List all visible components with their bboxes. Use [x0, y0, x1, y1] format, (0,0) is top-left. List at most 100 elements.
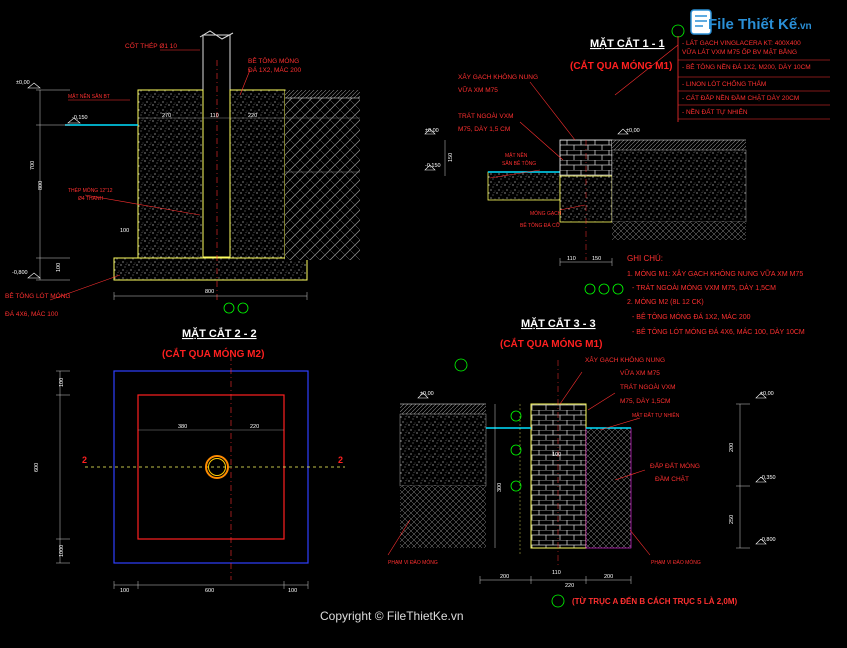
label-stirrup: THÉP MÓNG 12"12	[68, 187, 113, 194]
dim22-w1: 380	[178, 424, 187, 430]
label33-edge-right: PHẠM VI ĐÀO MÓNG	[651, 559, 701, 566]
level33-l0: ±0,00	[420, 391, 434, 397]
copyright: Copyright © FileThietKe.vn	[320, 609, 464, 623]
brick-foundation-33	[530, 403, 587, 549]
axis-marker-icon	[612, 283, 624, 295]
label11-brick: XÂY GẠCH KHÔNG NUNG	[458, 72, 538, 81]
dim-h4: 100	[56, 263, 62, 272]
dim11-d2: 110	[567, 256, 576, 262]
section-11	[424, 24, 747, 295]
legend-item-1: - LÁT GẠCH VINGLACERA KT: 400X400	[682, 38, 801, 47]
label33-plaster2: M75, DÀY 1,5CM	[620, 396, 670, 405]
dim33-h4: 250	[729, 515, 735, 524]
column-circle	[205, 455, 229, 479]
subtitle-22: (CẮT QUA MÓNG M2)	[162, 347, 264, 360]
level-marker-icon	[617, 128, 629, 135]
notes-line-2: - TRÁT NGOÀI MÓNG VXM M75, DÀY 1,5CM	[632, 283, 776, 292]
grass-11	[612, 140, 746, 150]
legend-item-5: - CÁT ĐẮP NỀN ĐẦM CHẶT DÀY 20CM	[682, 92, 799, 102]
axis-marker-icon	[510, 480, 522, 492]
main-section	[27, 30, 360, 314]
footnote: (TỪ TRỤC A ĐẾN B CÁCH TRỤC 5 LÀ 2,0M)	[572, 596, 737, 606]
fill-11	[611, 149, 747, 223]
axis-marker-icon	[598, 283, 610, 295]
level33-l2: -0,350	[760, 475, 776, 481]
dim-w-total: 800	[205, 289, 214, 295]
label33-plaster: TRÁT NGOÀI VXM	[620, 382, 676, 391]
axis-marker-icon	[510, 444, 522, 456]
subtitle-11: (CẮT QUA MÓNG M1)	[570, 59, 672, 72]
legend-block	[677, 36, 830, 122]
notes-heading: GHI CHÚ:	[627, 254, 663, 263]
label33-fill: ĐẤP ĐẤT MÓNG	[650, 460, 700, 470]
dim33-w1: 200	[500, 574, 509, 580]
label33-brick2: VỮA XM M75	[620, 368, 660, 377]
label-stirrup2: Ø4 THANH	[78, 196, 104, 202]
title-22: MẶT CẮT 2 - 2	[182, 327, 257, 340]
level11-l0: ±0,00	[425, 128, 439, 134]
level-marker-icon	[755, 476, 767, 483]
section-22	[56, 355, 345, 589]
level11-l2: ±0,00	[626, 128, 640, 134]
label-lining2: ĐÁ 4X6, MÁC 100	[5, 309, 58, 318]
label11-brick2: VỮA XM M75	[458, 85, 498, 94]
dim33-w2: 110	[552, 570, 561, 576]
dim33-h3: 200	[729, 443, 735, 452]
label33-fill2: ĐẦM CHẶT	[655, 473, 689, 483]
label33-brick: XÂY GẠCH KHÔNG NUNG	[585, 355, 665, 364]
dim22-h3: 1000	[59, 545, 65, 557]
label11-slab2: BÊ TÔNG ĐÁ CỠ	[520, 221, 561, 229]
legend-item-2: VỮA LÁT VXM M75 ỐP BV MẶT BẰNG	[682, 46, 797, 56]
break-line	[199, 30, 234, 40]
dim22-b1: 100	[120, 588, 129, 594]
dim-h2: 800	[38, 181, 44, 190]
dim22-h1: 100	[59, 378, 65, 387]
dim22-b2: 600	[205, 588, 214, 594]
dim11-d3: 150	[592, 256, 601, 262]
level-top: ±0,00	[16, 80, 30, 86]
logo-name: File Thiết Kế	[708, 16, 798, 33]
dim22-w2: 220	[250, 424, 259, 430]
dim11-d1: 150	[448, 153, 454, 162]
level-marker-icon	[27, 272, 41, 279]
fill-33-right	[585, 427, 632, 549]
level33-l1: ±0,00	[760, 391, 774, 397]
level-bottom: -0,800	[12, 270, 28, 276]
cut-label-right: 2	[338, 455, 343, 465]
label-steel: CỐT THÉP Ø1 10	[125, 40, 177, 50]
notes-line-3: 2. MÓNG M2 (8L 12 CK)	[627, 297, 704, 306]
label-concrete: BÊ TÔNG MÓNG	[248, 56, 299, 65]
title-33: MẶT CẮT 3 - 3	[521, 317, 596, 330]
subtitle-33: (CẮT QUA MÓNG M1)	[500, 337, 602, 350]
dim22-b3: 100	[288, 588, 297, 594]
level-marker-icon	[67, 117, 81, 124]
soil-right	[285, 90, 360, 260]
level-marker-icon	[424, 164, 436, 171]
level-marker-icon	[755, 392, 767, 399]
level-marker-icon	[755, 538, 767, 545]
legend-item-4: - LINON LÓT CHỐNG THẤM	[682, 78, 766, 88]
logo-text: File Thiết Kế.vn	[708, 16, 812, 33]
axis-marker-icon	[454, 358, 468, 372]
label-lining: BÊ TÔNG LÓT MÓNG	[5, 291, 71, 300]
soil-11	[612, 222, 746, 240]
title-11: MẶT CẮT 1 - 1	[590, 37, 665, 50]
notes-line-5: - BÊ TÔNG LÓT MÓNG ĐÁ 4X6, MÁC 100, DÀY …	[632, 327, 805, 336]
axis-marker-icon	[510, 410, 522, 422]
dim33-w4: 220	[565, 583, 574, 589]
level-marker-icon	[417, 392, 429, 399]
dim-h3: 100	[120, 228, 129, 234]
level33-l3: -0,800	[760, 537, 776, 543]
axis-marker-icon	[237, 302, 249, 314]
footing-lining	[113, 257, 308, 281]
notes-line-4: - BÊ TÔNG MÓNG ĐÁ 1X2, MÁC 200	[632, 312, 751, 321]
label-concrete2: ĐÁ 1X2, MÁC 200	[248, 65, 301, 74]
dim33-h2: 100	[552, 452, 561, 458]
label11-plaster2: M75, DÀY 1,5 CM	[458, 124, 510, 133]
level11-l1: -0,150	[425, 163, 441, 169]
label11-ground2: SÂN BÊ TÔNG	[502, 159, 536, 167]
label33-ground: MẶT ĐẤT TỰ NHIÊN	[632, 411, 680, 419]
level-marker-icon	[27, 82, 41, 89]
